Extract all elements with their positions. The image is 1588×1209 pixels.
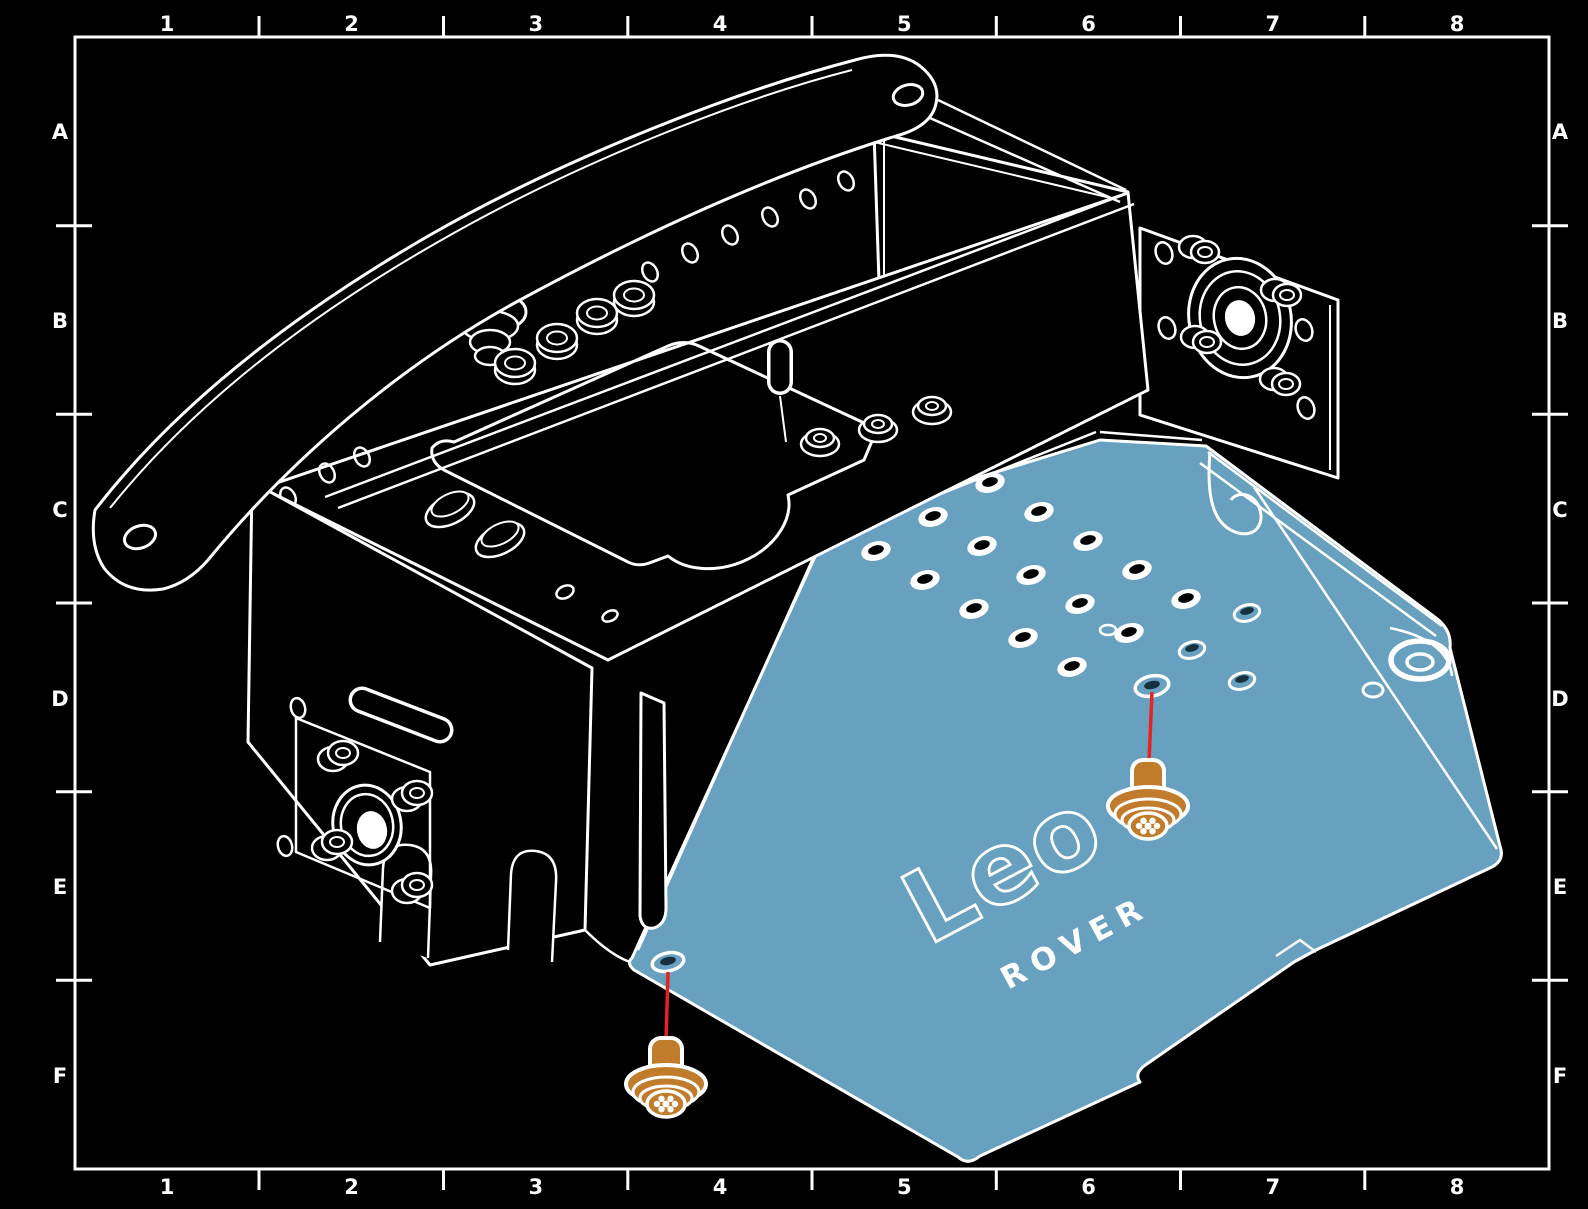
torx-socket: [667, 1095, 674, 1103]
grid-column-label: 5: [897, 12, 912, 36]
leader-line: [664, 971, 670, 1041]
torx-screws: [624, 758, 1190, 1119]
torx-socket: [667, 1105, 674, 1113]
perforation-hole-center: [1031, 506, 1047, 516]
torx-socket: [671, 1100, 679, 1108]
torx-socket: [658, 1095, 665, 1103]
plate-perforation-holes: [861, 473, 1201, 677]
arm-end-hole: [891, 83, 925, 107]
right-plate-corner-holes: [1154, 241, 1316, 420]
perforation-hole-center: [1072, 598, 1088, 608]
left-wall-slot: [348, 686, 454, 744]
torx-socket: [1144, 822, 1152, 830]
deck-pads: [424, 490, 619, 623]
plate-grommet: [1388, 638, 1452, 682]
wheel-arch-cutout: [506, 849, 558, 963]
grid-column-label: 6: [1081, 1175, 1096, 1199]
perforation-hole-center: [1178, 593, 1194, 603]
grid-column-label: 8: [1450, 12, 1465, 36]
grid-row-label: F: [53, 1064, 67, 1088]
grid-row-label: E: [1553, 875, 1567, 899]
chassis-top-rail: [324, 191, 1135, 510]
cable-hook: [1207, 451, 1263, 536]
grid-row-label: A: [52, 120, 69, 144]
grid-column-label: 3: [528, 12, 543, 36]
torx-socket: [653, 1100, 661, 1108]
grid-row-label: E: [53, 875, 67, 899]
plate-edge-lines: [636, 430, 1499, 958]
grid-row-label: B: [52, 309, 68, 333]
plate-flange-holes: [1098, 603, 1385, 699]
grid-column-label: 5: [897, 1175, 912, 1199]
grid-column-label: 4: [713, 12, 728, 36]
torx-socket: [1149, 827, 1156, 835]
grid-column-label: 2: [344, 12, 359, 36]
grid-column-label: 7: [1265, 1175, 1280, 1199]
torx-socket: [1153, 822, 1161, 830]
torx-socket: [1140, 817, 1147, 825]
perforation-hole-center: [925, 511, 941, 521]
chassis-wireframe: [91, 53, 1340, 967]
grid-column-label: 8: [1450, 1175, 1465, 1199]
grid-column-label: 7: [1265, 12, 1280, 36]
perforation-hole-center: [868, 545, 884, 555]
perforation-hole-center: [966, 603, 982, 613]
perforation-hole-center: [1023, 569, 1039, 579]
grid-row-label: D: [1551, 687, 1568, 711]
torx-socket: [1149, 817, 1156, 825]
perforation-hole-center: [1015, 632, 1031, 642]
right-bearing-standoffs: [1177, 234, 1303, 397]
grid-row-label: C: [1552, 498, 1567, 522]
torx-socket: [658, 1105, 665, 1113]
suspension-arm: [91, 53, 1127, 592]
screw-pilot-holes: [650, 673, 1171, 974]
grid-column-label: 1: [160, 1175, 175, 1199]
grid-row-label: D: [51, 687, 68, 711]
chassis-left-wall: [246, 480, 594, 967]
arm-end-hole: [123, 523, 157, 551]
torx-socket: [1135, 822, 1143, 830]
torx-socket: [662, 1100, 670, 1108]
grid-row-label: B: [1552, 309, 1568, 333]
grid-row-label: C: [52, 498, 67, 522]
grid-column-label: 3: [528, 1175, 543, 1199]
leader-line: [1147, 691, 1154, 763]
deck-ring-bushings: [799, 395, 953, 458]
grid-column-label: 4: [713, 1175, 728, 1199]
bottom-plate-highlight: Leo ROVER: [627, 430, 1503, 1163]
grid-column-label: 2: [344, 1175, 359, 1199]
right-bearing-plate: [1138, 226, 1340, 480]
grid-column-label: 1: [160, 12, 175, 36]
perforation-hole-center: [1121, 627, 1137, 637]
rear-pillar: [584, 691, 668, 964]
stud-bolt: [767, 339, 793, 443]
perforation-hole-center: [1129, 564, 1145, 574]
fastener-callouts: [624, 691, 1190, 1119]
perforation-hole-center: [1064, 661, 1080, 671]
perforation-hole-center: [982, 477, 998, 487]
grid-row-label: A: [1552, 120, 1569, 144]
left-bearing-panel: [294, 716, 432, 910]
left-bearing-nuts: [310, 739, 434, 905]
torx-socket: [1140, 827, 1147, 835]
torx-screw: [624, 1036, 708, 1119]
perforation-hole-center: [917, 574, 933, 584]
deck-nuts: [493, 279, 656, 386]
torx-screw: [1106, 758, 1190, 841]
grid-row-label: F: [1553, 1064, 1567, 1088]
perforation-hole-center: [1080, 535, 1096, 545]
grid-column-label: 6: [1081, 12, 1096, 36]
frame-ticks: [56, 16, 1568, 1190]
perforation-hole-center: [974, 540, 990, 550]
